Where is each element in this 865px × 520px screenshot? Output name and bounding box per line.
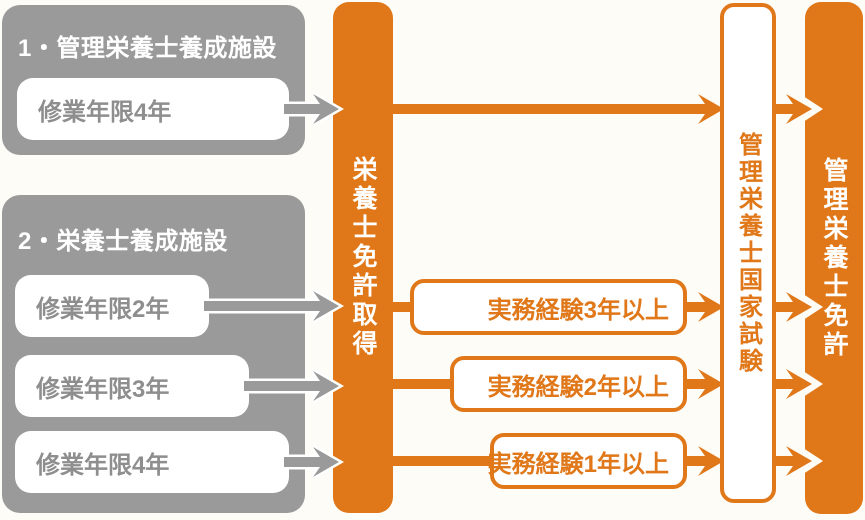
license-arrow-icon — [776, 94, 812, 476]
national-exam-box-label: 管理栄養士国家試験 — [734, 131, 762, 375]
arrow-white-gap — [794, 90, 823, 480]
study-term-4yr-box-group2: 修業年限4年 — [15, 431, 289, 493]
experience-label: 実務経験1年以上 — [487, 450, 669, 478]
study-term-3yr-box: 修業年限3年 — [15, 355, 249, 417]
registered-dietitian-license-bar: 管理栄養士免許 — [805, 2, 863, 514]
study-term-2yr-box: 修業年限2年 — [15, 275, 209, 337]
study-term-label: 修業年限3年 — [36, 375, 170, 403]
group-kanri-eiyoshi-yosei-shisetsu: 1・管理栄養士養成施設 修業年限4年 — [2, 5, 305, 155]
dietitian-license-bar-label: 栄養士免許取得 — [349, 156, 377, 359]
experience-label: 実務経験2年以上 — [487, 373, 669, 401]
gray-arrow-icon — [201, 91, 345, 480]
study-term-label: 修業年限2年 — [36, 295, 170, 323]
group2-title: 2・栄養士養成施設 — [18, 228, 228, 255]
group-eiyoshi-yosei-shisetsu: 2・栄養士養成施設 修業年限2年 修業年限3年 修業年限4年 — [2, 195, 305, 513]
experience-2yr-box: 実務経験2年以上 — [450, 356, 687, 412]
study-term-label: 修業年限4年 — [38, 98, 172, 126]
study-term-label: 修業年限4年 — [36, 451, 170, 479]
registered-dietitian-license-bar-label: 管理栄養士免許 — [820, 156, 848, 360]
dietitian-license-bar: 栄養士免許取得 — [333, 2, 393, 513]
study-term-4yr-box-group1: 修業年限4年 — [17, 78, 289, 140]
national-exam-box: 管理栄養士国家試験 — [720, 3, 776, 503]
experience-3yr-box: 実務経験3年以上 — [410, 279, 687, 335]
experience-1yr-box: 実務経験1年以上 — [487, 433, 687, 489]
experience-label: 実務経験3年以上 — [487, 296, 669, 324]
group1-title: 1・管理栄養士養成施設 — [18, 35, 277, 62]
